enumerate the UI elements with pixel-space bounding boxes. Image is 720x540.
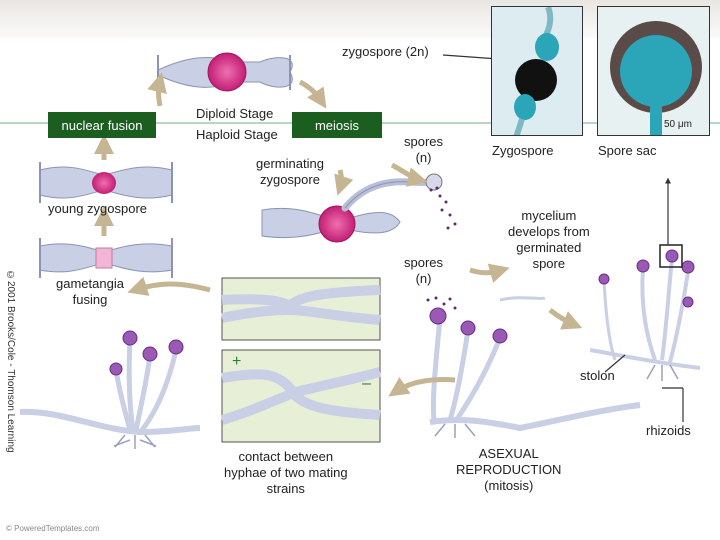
spores-mid-label: spores (n) xyxy=(404,255,444,286)
left-sporangia xyxy=(109,330,184,376)
young-zygospore-label: young zygospore xyxy=(48,201,148,216)
young-zygospore-drawing xyxy=(39,162,173,203)
spore-sac-photo: 50 μm xyxy=(597,6,710,136)
mating-panels xyxy=(220,277,382,443)
contact-label: contact between hyphae of two mating str… xyxy=(224,449,348,496)
diploid-stage-label: Diploid Stage xyxy=(196,106,274,121)
scale-bar-label: 50 μm xyxy=(664,119,692,130)
gametangia-fusing-label: gametangia fusing xyxy=(56,276,124,307)
left-mycelium-drawing xyxy=(19,339,201,449)
rhizoids-label: rhizoids xyxy=(646,423,691,438)
center-mycelium-drawing xyxy=(429,317,641,438)
right-mycelium-drawing xyxy=(499,257,701,381)
germinating-zygospore-drawing xyxy=(261,173,443,243)
haploid-stage-label: Haploid Stage xyxy=(196,127,278,142)
footer-credit: © PoweredTemplates.com xyxy=(6,524,100,533)
meiosis-box: meiosis xyxy=(292,112,382,138)
spores-scatter-mid xyxy=(426,296,457,310)
nuclear-fusion-box: nuclear fusion xyxy=(48,112,156,138)
spore-sac-highlight-box xyxy=(659,244,683,268)
minus-strain-label: – xyxy=(362,375,371,392)
mycelium-label: mycelium develops from germinated spore xyxy=(508,208,590,271)
spores-top-label: spores (n) xyxy=(404,134,444,165)
center-sporangia xyxy=(429,307,508,344)
asexual-reproduction-label: ASEXUAL REPRODUCTION (mitosis) xyxy=(456,446,562,493)
pointer-lines xyxy=(442,54,684,422)
stolon-label: stolon xyxy=(580,368,615,383)
zygospore-photo-label: Zygospore xyxy=(492,143,554,158)
zygospore-photo xyxy=(491,6,583,136)
zygospore-2n-label: zygospore (2n) xyxy=(342,44,429,59)
cycle-arrows xyxy=(94,72,583,397)
zygospore-diploid-drawing xyxy=(157,52,293,92)
spores-scatter-top xyxy=(429,186,457,230)
copyright-credit: ©2001 Brooks/Cole - Thomson Learning xyxy=(5,270,16,453)
plus-strain-label: + xyxy=(232,353,242,370)
germinating-zygospore-label: germinating zygospore xyxy=(256,156,324,187)
right-sporangia xyxy=(598,249,695,308)
gametangia-fusing-drawing xyxy=(39,238,173,278)
spore-sac-label: Spore sac xyxy=(598,143,657,158)
